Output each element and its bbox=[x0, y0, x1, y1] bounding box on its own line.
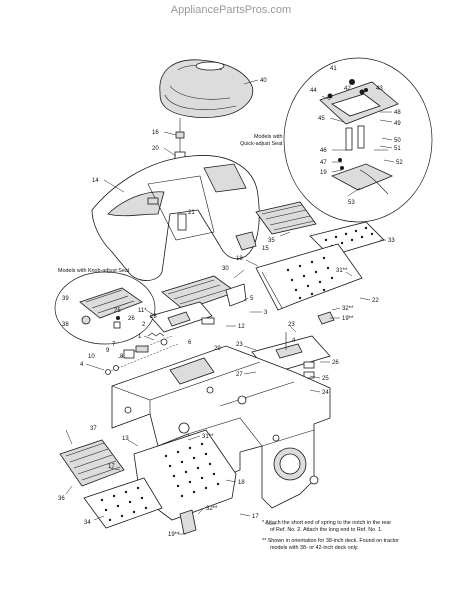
callout-19-inset: 19 bbox=[320, 170, 327, 176]
callout-43: 43 bbox=[376, 86, 383, 92]
callout-labels: 40 41 42 43 44 48 45 49 50 46 51 47 52 1… bbox=[58, 66, 403, 538]
callout-18: 18 bbox=[236, 256, 243, 262]
callout-44: 44 bbox=[310, 88, 317, 94]
seat-adjust-bracket-part-30 bbox=[149, 275, 247, 333]
callout-48: 48 bbox=[394, 110, 401, 116]
callout-15: 15 bbox=[262, 246, 269, 252]
quick-adjust-inset-title-line1: Models with bbox=[254, 134, 282, 140]
callout-10: 10 bbox=[88, 354, 95, 360]
callout-37: 37 bbox=[90, 426, 97, 432]
knob-adjust-inset-title: Models with Knob-adjust Seat bbox=[58, 268, 130, 274]
note-2-line2: models with 38- or 42-inch deck only. bbox=[270, 545, 359, 551]
callout-17-upper: 17 bbox=[108, 464, 115, 470]
callout-40: 40 bbox=[260, 78, 267, 84]
callout-38: 38 bbox=[62, 322, 69, 328]
callout-1: 1 bbox=[138, 334, 142, 340]
callout-25-right: 25 bbox=[322, 376, 329, 382]
footrest-part-17 bbox=[133, 429, 237, 535]
callout-50: 50 bbox=[394, 138, 401, 144]
quick-adjust-inset-title-line2: Quick-adjust Seat bbox=[240, 141, 283, 147]
callout-41: 41 bbox=[330, 66, 337, 72]
note-1-line2: of Ref. No. 2. Attach the long end to Re… bbox=[270, 527, 383, 533]
callout-11: 11* bbox=[138, 308, 147, 314]
callout-3: 3 bbox=[264, 310, 268, 316]
note-1-line1: * Attach the short end of spring to the … bbox=[262, 520, 391, 526]
callout-13: 13 bbox=[122, 436, 129, 442]
callout-53: 53 bbox=[348, 200, 355, 206]
callout-52: 52 bbox=[396, 160, 403, 166]
note-2-line1: ** Shown in orientation for 38-inch deck… bbox=[262, 538, 399, 544]
callout-19-lower: 19** bbox=[168, 532, 180, 538]
callout-14: 14 bbox=[92, 178, 99, 184]
callout-4-right: 4 bbox=[292, 338, 296, 344]
callout-8: 8 bbox=[120, 354, 124, 360]
callout-22: 22 bbox=[372, 298, 379, 304]
callout-9: 9 bbox=[106, 348, 110, 354]
callout-47: 47 bbox=[320, 160, 327, 166]
callout-32-right: 32** bbox=[342, 306, 354, 312]
callout-18-lower: 18 bbox=[238, 480, 245, 486]
footrest-part-22 bbox=[255, 243, 363, 325]
seat-part-40 bbox=[159, 59, 254, 118]
callout-51: 51 bbox=[394, 146, 401, 152]
callout-32-lower: 32** bbox=[206, 506, 218, 512]
callout-6: 6 bbox=[188, 340, 192, 346]
foot-pad-part-35 bbox=[255, 201, 317, 235]
callout-31-right: 31** bbox=[336, 268, 348, 274]
quick-adjust-seat-inset bbox=[283, 57, 433, 223]
callout-42: 42 bbox=[344, 86, 351, 92]
callout-5: 5 bbox=[250, 296, 254, 302]
callout-16: 16 bbox=[152, 130, 159, 136]
callout-2: 2 bbox=[142, 322, 146, 328]
callout-39: 39 bbox=[62, 296, 69, 302]
callout-21: 21 bbox=[188, 210, 195, 216]
callout-26-inset: 26 bbox=[128, 316, 135, 322]
callout-25: 25 bbox=[114, 308, 121, 314]
callout-20: 20 bbox=[152, 146, 159, 152]
callout-29: 29 bbox=[214, 346, 221, 352]
callout-12: 12 bbox=[238, 324, 245, 330]
foot-pad-part-36 bbox=[59, 439, 125, 487]
callout-33: 33 bbox=[388, 238, 395, 244]
callout-17-lower: 17 bbox=[252, 514, 259, 520]
callout-49: 49 bbox=[394, 121, 401, 127]
adjust-hardware-stack bbox=[105, 332, 179, 375]
fender-part-14 bbox=[91, 155, 260, 281]
main-frame bbox=[111, 345, 331, 509]
callout-26-right: 26 bbox=[332, 360, 339, 366]
callout-36: 36 bbox=[58, 496, 65, 502]
callout-35: 35 bbox=[268, 238, 275, 244]
callout-23-left: 23 bbox=[236, 342, 243, 348]
watermark: AppliancePartsPros.com bbox=[171, 4, 291, 16]
callout-27: 27 bbox=[236, 372, 243, 378]
callout-23-top: 23 bbox=[288, 322, 295, 328]
callout-30: 30 bbox=[222, 266, 229, 272]
callout-45: 45 bbox=[318, 116, 325, 122]
callout-19-right: 19** bbox=[342, 316, 354, 322]
callout-4-left: 4 bbox=[80, 362, 84, 368]
callout-34: 34 bbox=[84, 520, 91, 526]
callout-24: 24 bbox=[322, 390, 329, 396]
callout-31-lower: 31** bbox=[202, 434, 214, 440]
callout-28: 28 bbox=[150, 314, 157, 320]
knob-adjust-seat-inset bbox=[54, 271, 156, 345]
callout-7: 7 bbox=[112, 342, 116, 348]
leader-lines bbox=[65, 79, 395, 535]
callout-46: 46 bbox=[320, 148, 327, 154]
